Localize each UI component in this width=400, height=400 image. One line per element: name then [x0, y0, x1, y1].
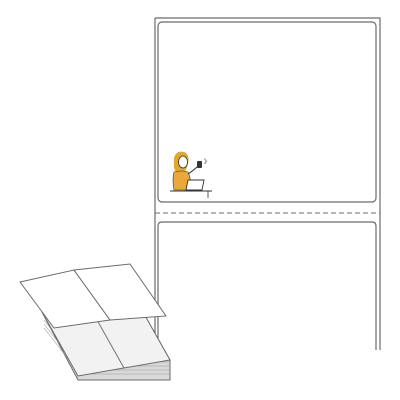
- person-laptop-icon: 》: [170, 151, 212, 198]
- label-sheet-icon: [154, 17, 381, 350]
- face-shape: [178, 155, 188, 169]
- label-liner-outline: [155, 17, 381, 350]
- fanfold-stack-icon: [19, 263, 171, 381]
- phone-shape: [197, 161, 202, 168]
- label-2: [157, 221, 377, 350]
- fold-sheet-right: [73, 263, 167, 321]
- laptop-screen: [185, 179, 205, 191]
- label-1: [157, 21, 377, 203]
- sound-lines: 》: [204, 159, 210, 166]
